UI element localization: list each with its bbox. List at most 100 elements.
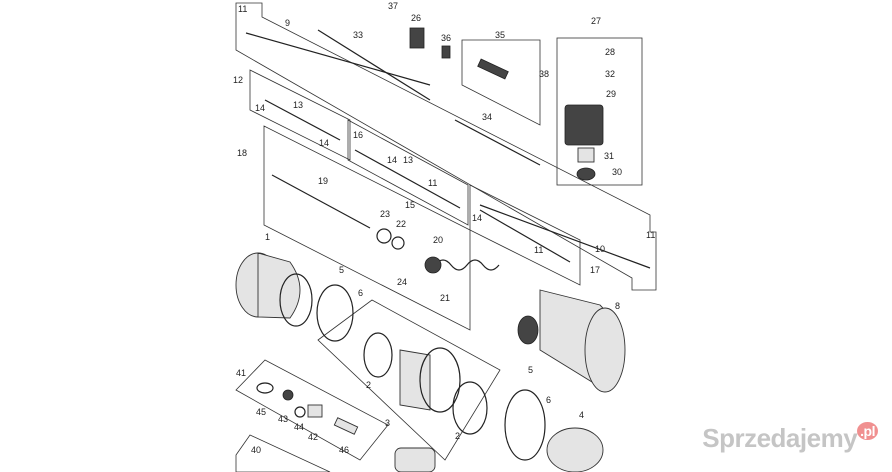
label-22: 22 — [396, 219, 406, 229]
label-31: 31 — [604, 151, 614, 161]
label-46: 46 — [339, 445, 349, 455]
group-box-17 — [469, 184, 581, 286]
watermark-logo: Sprzedajemy.pl — [702, 422, 878, 454]
label-36: 36 — [441, 33, 451, 43]
label-11: 11 — [238, 4, 247, 14]
ring-5a — [279, 273, 313, 327]
cable-12 — [264, 99, 341, 141]
ring-5b — [316, 284, 354, 342]
label-5: 5 — [528, 365, 533, 375]
part-labels: 11 9 37 26 33 36 35 27 28 32 38 29 12 14… — [233, 1, 655, 455]
label-8: 8 — [615, 301, 620, 311]
label-23: 23 — [380, 209, 390, 219]
cable-16 — [354, 149, 461, 209]
cable-17 — [479, 209, 571, 263]
part-46 — [333, 417, 359, 435]
part-42 — [307, 404, 323, 418]
label-16: 16 — [353, 130, 363, 140]
label-3: 3 — [385, 418, 390, 428]
watermark-text: Sprzedajemy — [702, 423, 858, 453]
cable-9 — [245, 32, 431, 86]
label-18: 18 — [237, 148, 247, 158]
label-5: 5 — [339, 265, 344, 275]
label-15: 15 — [405, 200, 415, 210]
label-21: 21 — [440, 293, 450, 303]
label-10: 10 — [595, 244, 605, 254]
group-box-18 — [263, 125, 471, 331]
group-box-35 — [461, 39, 541, 126]
group-box-9-10 — [235, 2, 657, 291]
label-28: 28 — [605, 47, 615, 57]
label-2: 2 — [366, 380, 371, 390]
label-6: 6 — [546, 395, 551, 405]
part-30 — [576, 167, 596, 181]
label-24: 24 — [397, 277, 407, 287]
label-40: 40 — [251, 445, 261, 455]
part-24 — [424, 256, 442, 274]
label-35: 35 — [495, 30, 505, 40]
label-37: 37 — [388, 1, 398, 11]
ring-2a — [363, 332, 393, 378]
label-1: 1 — [265, 232, 270, 242]
label-9: 9 — [285, 18, 290, 28]
group-box-41 — [235, 359, 389, 461]
label-4: 4 — [579, 410, 584, 420]
ring-22 — [391, 236, 405, 250]
cable-33 — [317, 29, 431, 101]
cable-34 — [454, 119, 541, 166]
cable-10 — [479, 204, 651, 269]
ring-23 — [376, 228, 392, 244]
group-box-27 — [556, 37, 643, 186]
group-box-12 — [249, 69, 351, 161]
ring-filter — [419, 347, 461, 413]
label-20: 20 — [433, 235, 443, 245]
label-12: 12 — [233, 75, 243, 85]
label-19: 19 — [318, 176, 328, 186]
label-32: 32 — [605, 69, 615, 79]
label-11: 11 — [428, 178, 437, 188]
part-26 — [409, 27, 425, 49]
label-43: 43 — [278, 414, 288, 424]
group-box-3 — [317, 299, 501, 461]
label-44: 44 — [294, 422, 304, 432]
drum-8-port — [517, 315, 539, 345]
part-4 — [546, 427, 604, 472]
label-34: 34 — [482, 112, 492, 122]
spring-20 — [434, 259, 500, 271]
part-36 — [441, 45, 451, 59]
rod-19 — [271, 174, 371, 229]
label-11: 11 — [646, 230, 655, 240]
drum-8-end — [584, 307, 626, 393]
label-17: 17 — [590, 265, 600, 275]
label-45: 45 — [256, 407, 266, 417]
ring-5c — [504, 389, 546, 461]
watermark-suffix: .pl — [857, 422, 878, 440]
part-44 — [294, 406, 306, 418]
label-29: 29 — [606, 89, 616, 99]
label-38: 38 — [539, 69, 549, 79]
label-26: 26 — [411, 13, 421, 23]
part-40-body — [394, 447, 436, 472]
label-33: 33 — [353, 30, 363, 40]
label-13: 13 — [293, 100, 303, 110]
ring-2b — [452, 381, 488, 435]
label-13: 13 — [403, 155, 413, 165]
label-42: 42 — [308, 432, 318, 442]
group-box-40 — [235, 434, 331, 472]
part-43 — [282, 389, 294, 401]
label-14: 14 — [255, 103, 265, 113]
group-box-16 — [347, 119, 469, 226]
label-2: 2 — [455, 431, 460, 441]
label-14: 14 — [387, 155, 397, 165]
label-41: 41 — [236, 368, 246, 378]
label-14: 14 — [472, 213, 482, 223]
controller-27 — [564, 104, 604, 146]
housing-1 — [257, 252, 301, 319]
label-14: 14 — [319, 138, 329, 148]
label-27: 27 — [591, 16, 601, 26]
part-35 — [477, 58, 509, 80]
label-6: 6 — [358, 288, 363, 298]
part-45 — [256, 382, 274, 394]
label-30: 30 — [612, 167, 622, 177]
